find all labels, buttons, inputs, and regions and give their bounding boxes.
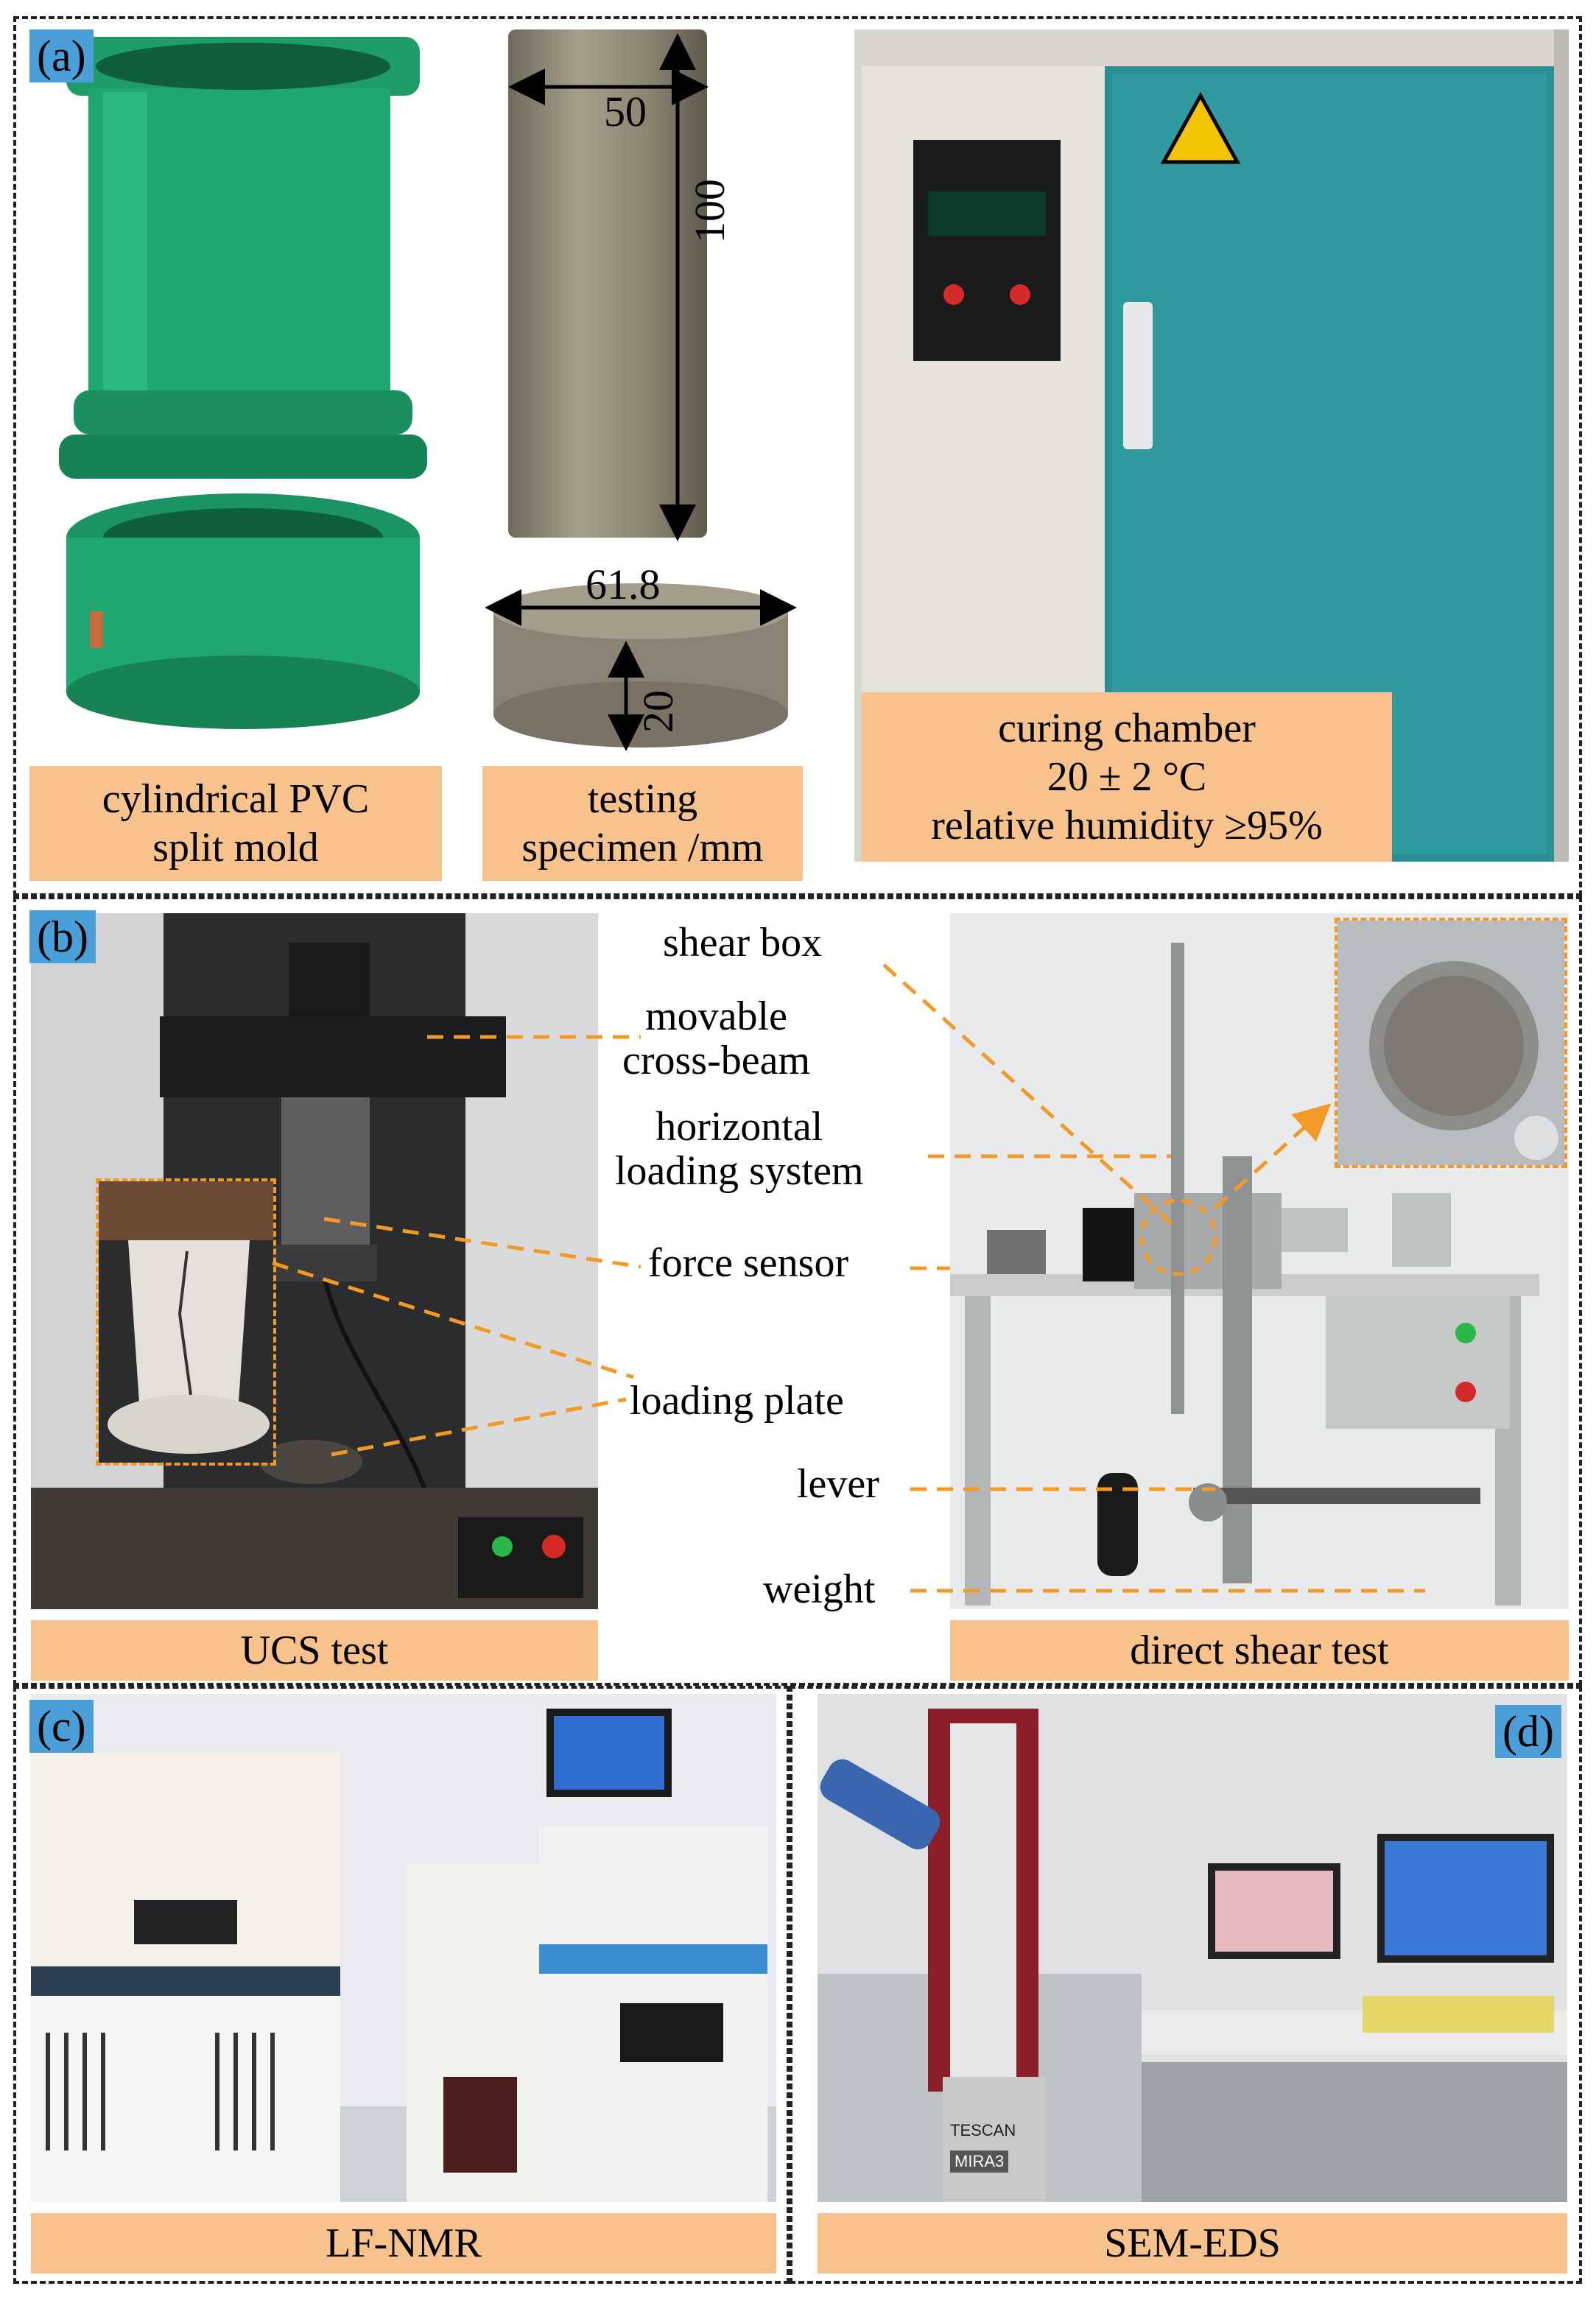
- label-movable-line2: cross-beam: [622, 1038, 811, 1083]
- lf-nmr-caption: LF-NMR: [31, 2213, 776, 2273]
- mold-caption-line2: split mold: [152, 825, 319, 871]
- cyl-diameter-label: 50: [604, 88, 647, 136]
- tescan-brand: TESCAN: [950, 2121, 1016, 2139]
- ucs-inset-photo: [96, 1178, 276, 1466]
- panel-c-frame: [13, 1686, 790, 2284]
- label-force-sensor: force sensor: [648, 1240, 849, 1286]
- mold-caption: cylindrical PVC split mold: [29, 766, 442, 881]
- label-horizontal-loading: horizontal loading system: [615, 1105, 864, 1193]
- label-horizontal-line2: loading system: [615, 1148, 864, 1194]
- label-movable-line1: movable: [645, 993, 787, 1039]
- label-shear-box: shear box: [663, 920, 823, 966]
- panel-c-tag: (c): [29, 1700, 94, 1753]
- label-weight: weight: [763, 1566, 876, 1612]
- label-loading-plate: loading plate: [630, 1378, 844, 1424]
- label-horizontal-line1: horizontal: [655, 1104, 823, 1150]
- specimen-caption: testing specimen /mm: [482, 766, 803, 881]
- shear-caption: direct shear test: [950, 1620, 1569, 1681]
- panel-a-tag: (a): [29, 29, 94, 82]
- label-movable-crossbeam: movable cross-beam: [622, 994, 810, 1083]
- disc-diameter-label: 61.8: [586, 560, 661, 608]
- chamber-caption: curing chamber 20 ± 2 °C relative humidi…: [862, 692, 1392, 862]
- pvc-mold-photo: [44, 22, 442, 759]
- chamber-caption-line1: curing chamber: [998, 706, 1256, 751]
- ucs-caption: UCS test: [31, 1620, 598, 1681]
- mold-caption-line1: cylindrical PVC: [102, 776, 370, 822]
- panel-d-frame: [790, 1686, 1582, 2284]
- lf-nmr-photo: [31, 1694, 776, 2202]
- specimen-caption-line2: specimen /mm: [521, 825, 764, 871]
- disc-height-label: 20: [634, 690, 682, 733]
- sem-eds-caption: SEM-EDS: [818, 2213, 1567, 2273]
- mira3-model: MIRA3: [950, 2150, 1009, 2173]
- panel-b-frame: [13, 896, 1582, 1686]
- panel-d-tag: (d): [1495, 1705, 1561, 1758]
- specimen-caption-line1: testing: [587, 776, 698, 822]
- shear-box-inset-photo: [1335, 918, 1567, 1168]
- chamber-caption-line3: relative humidity ≥95%: [931, 803, 1323, 848]
- panel-b-tag: (b): [29, 910, 96, 963]
- chamber-caption-line2: 20 ± 2 °C: [1047, 754, 1207, 800]
- label-lever: lever: [797, 1461, 879, 1507]
- cyl-height-label: 100: [686, 179, 734, 243]
- panel-a-frame: [13, 16, 1582, 896]
- sem-eds-photo: [818, 1694, 1567, 2202]
- cylinder-specimen-photo: [508, 29, 707, 538]
